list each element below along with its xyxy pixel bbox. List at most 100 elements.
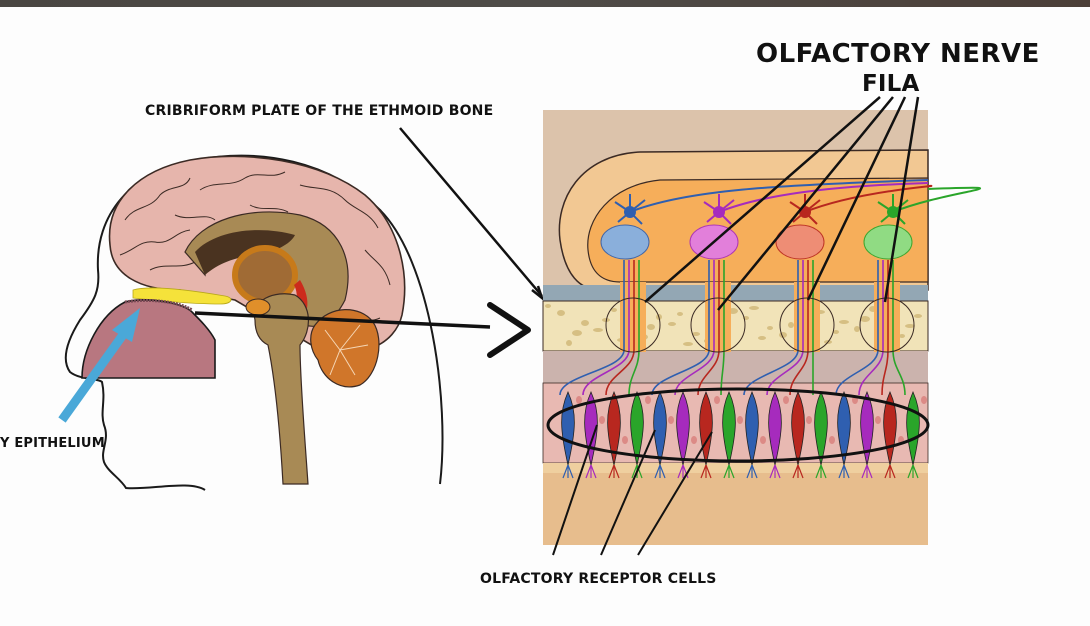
cilia [889,464,896,479]
bone-spot [788,322,794,328]
cilia [797,464,804,479]
olfactory-fiber [582,260,630,396]
glomerulus [600,224,650,260]
dendrite [706,211,720,223]
cilia [585,464,592,479]
cilia [654,464,661,479]
bone-spot [854,326,860,332]
bone-spot [572,330,582,336]
support-cell-nucleus [760,436,766,444]
mitral-cells [600,179,982,260]
support-cell-nucleus [714,396,720,404]
mitral-axon [892,186,982,213]
receptor-cells-label: OLFACTORY RECEPTOR CELLS [480,571,717,587]
bulb-inner [587,177,929,283]
mucus-layer [543,463,928,545]
bone-spot [668,322,676,326]
bone-spot [557,310,565,316]
cilia [751,464,758,479]
cilia [861,464,868,479]
support-cell-nucleus [829,436,835,444]
support-cell-nucleus [645,396,651,404]
cilia [820,464,827,479]
cilia [705,464,712,479]
cilia [843,464,850,479]
dendrite [614,201,631,213]
dendrite [792,211,806,223]
support-cell-nucleus [668,416,674,424]
olfactory-fiber [858,260,884,396]
bone-spot [767,326,773,330]
bone-spot [749,306,759,310]
glomerulus [863,224,913,260]
cilia [636,464,643,479]
cilia [907,464,914,479]
blue-arrow-icon [58,308,140,423]
bone-spot [833,330,839,334]
support-cell-nucleus [875,416,881,424]
bone-spot [593,328,603,332]
cilia [723,464,730,479]
bone-spot [545,304,551,308]
brainstem [253,293,309,485]
cilia [769,464,776,479]
bone-spot [692,332,700,336]
dendrite [617,211,631,223]
support-cell-nucleus [806,416,812,424]
fila-pointer-lines [644,96,920,311]
cilia [700,464,707,479]
cilia [815,464,822,479]
cilia [884,464,891,479]
receptor-pointer-lines [552,424,713,556]
dendrite [877,201,894,213]
fila-label: FILA [862,71,920,97]
bone-spot [677,312,683,316]
support-cell-nucleus [737,416,743,424]
olfactory-fiber [835,260,879,396]
window-top-bar [0,0,1090,7]
mitral-axon [629,179,929,213]
support-cell-nucleus [783,396,789,404]
bone-spot [905,324,915,328]
bone-spot [611,308,617,312]
cilia [613,464,620,479]
cilia [590,464,597,479]
support-cell-nucleus [622,436,628,444]
brain-gyri [119,171,391,322]
support-cell-nucleus [921,396,927,404]
foramen-circle [779,297,835,353]
olfactory-epithelium-label: Y EPITHELIUM [0,436,105,451]
foramen-circle [859,297,915,353]
mitral-axon [804,184,933,213]
olfactory-fiber [605,260,635,396]
bone-spot [647,324,655,330]
lamina-propria [543,351,928,383]
cilia [912,464,919,479]
bone-spot [899,334,905,338]
olfactory-fiber [892,260,906,396]
cilia [838,464,845,479]
cilia [866,464,873,479]
dendrite [789,201,806,213]
dendrite [804,211,818,225]
cilia [567,464,574,479]
dendrite [703,201,720,213]
foramina [605,297,915,353]
receptor-cells [561,391,927,479]
pituitary-orange [245,298,271,316]
cilia [562,464,569,479]
dendrite [629,211,643,225]
olfactory-fiber [651,260,710,396]
glomerulus [775,224,825,260]
olfactory-fiber [674,260,715,396]
cribriform-pointer-line [194,311,491,329]
bone-spot [914,314,922,318]
zoom-arrowhead-icon [487,302,531,358]
olfactory-nerve-label: OLFACTORY NERVE [756,39,1040,69]
zoomed-detail [542,96,982,556]
support-cell-nucleus [691,436,697,444]
support-cell-nucleus [576,396,582,404]
bone-spot [581,320,589,326]
cilia [677,464,684,479]
